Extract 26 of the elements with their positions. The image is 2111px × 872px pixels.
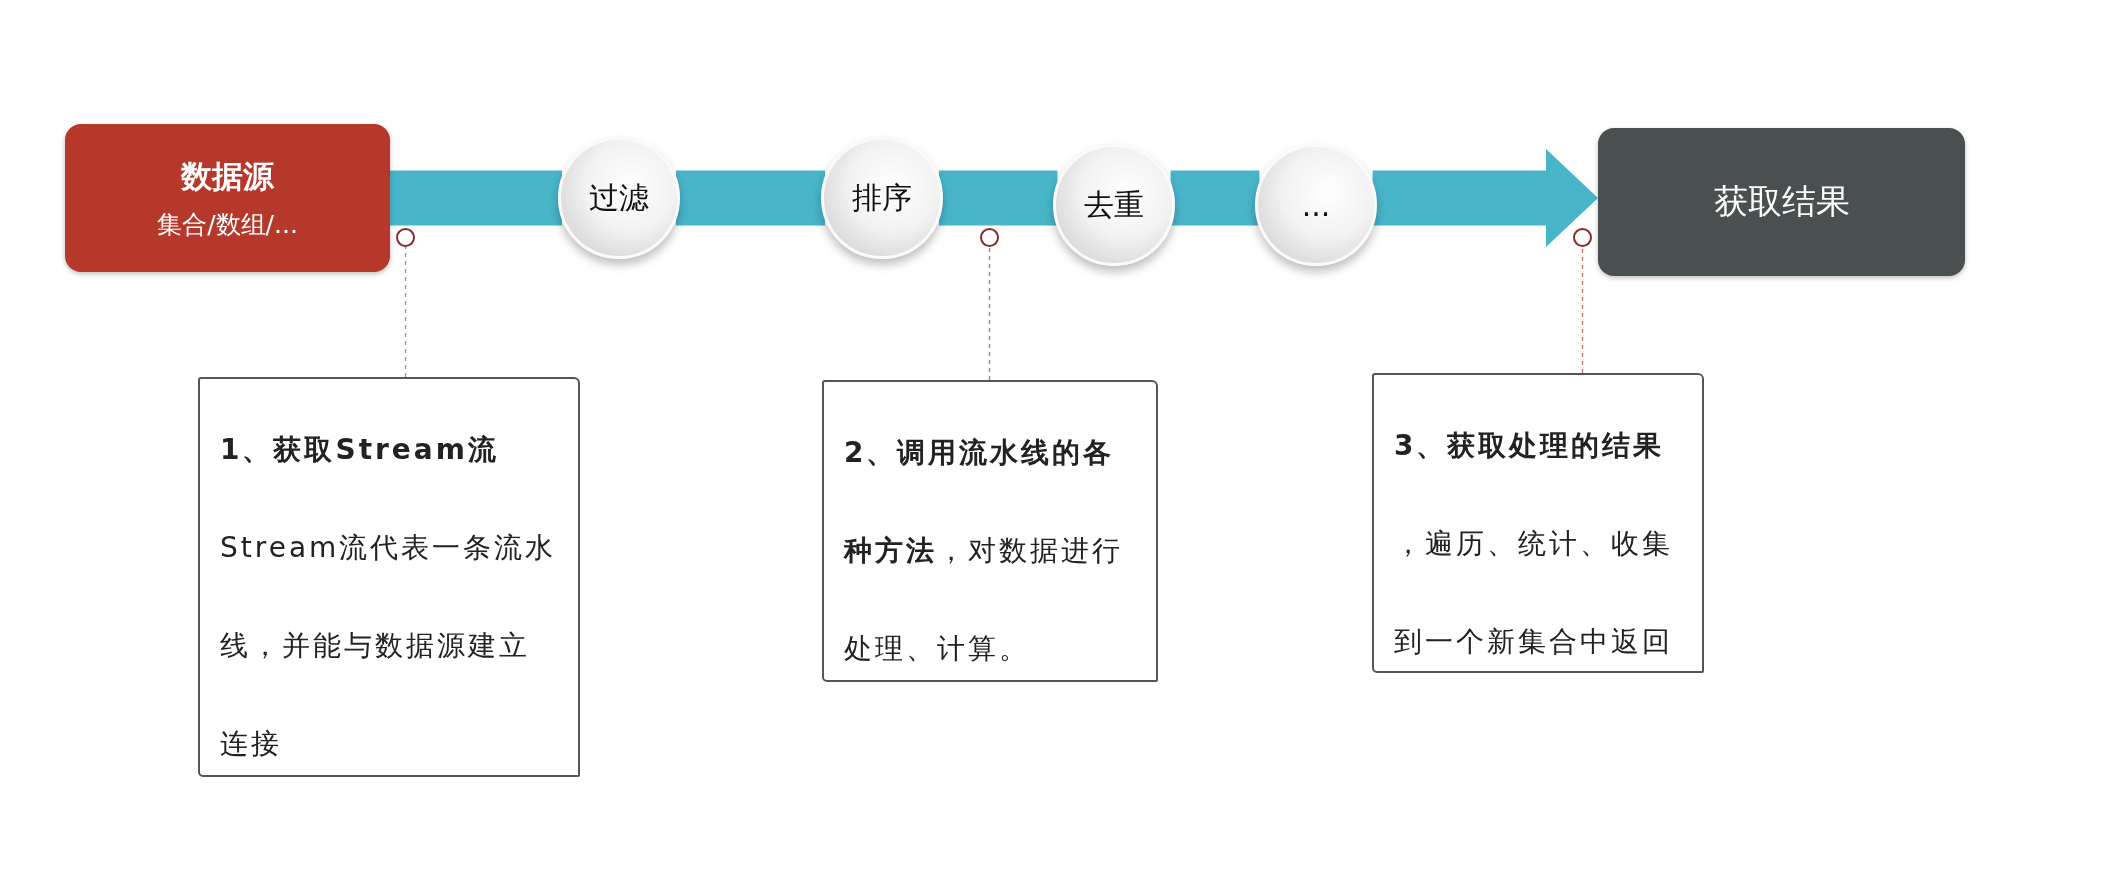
leader-line <box>988 246 991 381</box>
note-card <box>1372 373 1704 673</box>
body-text: Stream流代表一条流水线，并能与数据源建立连接 <box>220 530 558 762</box>
step-circle: 排序 <box>821 137 943 259</box>
body-text: ，遍历、统计、收集到一个新集合中返回 <box>1394 526 1674 660</box>
flow-arrow <box>1170 170 1260 226</box>
flow-arrow <box>676 170 825 226</box>
heading-text: 3、获取处理的结果 <box>1394 428 1666 464</box>
step-circle: 过滤 <box>558 137 680 259</box>
flow-arrow <box>939 170 1058 226</box>
step-circle: 去重 <box>1053 144 1175 266</box>
flow-arrow <box>1372 149 1598 247</box>
step-circle: ... <box>1255 144 1377 266</box>
note-card: 2、调用流水线的各种方法，对数据进行处理、计算。 <box>822 380 1158 682</box>
anchor-dot <box>980 228 999 247</box>
note-card <box>198 377 580 777</box>
leader-line <box>404 246 407 378</box>
heading-text: 数据源 <box>181 156 274 196</box>
body-text: 集合/数组/... <box>157 208 298 241</box>
flow-arrow <box>390 170 562 226</box>
heading-text: 1、获取Stream流 <box>220 432 500 468</box>
anchor-dot <box>396 228 415 247</box>
source-box <box>65 124 390 272</box>
result-box: 获取结果 <box>1598 128 1965 276</box>
anchor-dot <box>1573 228 1592 247</box>
leader-line <box>1581 246 1584 374</box>
